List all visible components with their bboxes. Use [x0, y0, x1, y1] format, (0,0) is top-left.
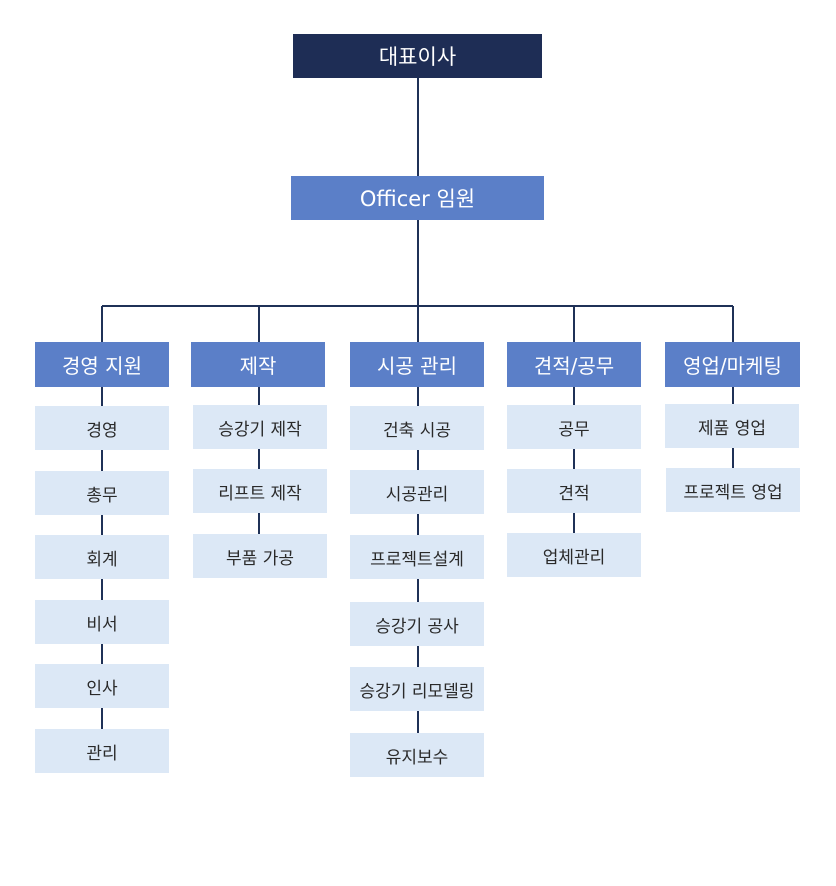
org-item-label: 프로젝트설계	[370, 549, 464, 570]
org-item: 승강기 제작	[193, 405, 327, 449]
dept-construction-management: 시공 관리	[350, 342, 484, 387]
org-item: 견적	[507, 469, 641, 513]
org-item-label: 견적	[558, 483, 590, 504]
org-item: 부품 가공	[193, 534, 327, 578]
ceo-label: 대표이사	[378, 45, 457, 69]
dept-label: 견적/공무	[533, 354, 615, 378]
org-item-label: 유지보수	[385, 747, 449, 768]
org-item: 제품 영업	[665, 404, 799, 448]
officer-box: Officer 임원	[291, 176, 544, 220]
dept-label: 영업/마케팅	[683, 354, 782, 378]
officer-label: Officer 임원	[359, 187, 476, 211]
org-item: 업체관리	[507, 533, 641, 577]
org-item-label: 인사	[86, 678, 118, 699]
org-item: 관리	[35, 729, 169, 773]
dept-label: 제작	[239, 354, 277, 378]
org-item-label: 리프트 제작	[218, 483, 302, 504]
org-item-label: 승강기 리모델링	[359, 681, 475, 702]
org-item: 공무	[507, 405, 641, 449]
org-item: 총무	[35, 471, 169, 515]
org-item-label: 비서	[86, 614, 118, 635]
org-item-label: 회계	[86, 549, 118, 570]
org-item-label: 업체관리	[542, 547, 606, 568]
dept-management-support: 경영 지원	[35, 342, 169, 387]
org-item-label: 제품 영업	[698, 418, 766, 439]
org-item: 시공관리	[350, 470, 484, 514]
org-item: 비서	[35, 600, 169, 644]
org-item: 건축 시공	[350, 406, 484, 450]
org-item: 프로젝트 영업	[666, 468, 800, 512]
org-item: 프로젝트설계	[350, 535, 484, 579]
org-item-label: 시공관리	[385, 484, 449, 505]
org-item-label: 승강기 제작	[218, 419, 302, 440]
dept-estimate-affairs: 견적/공무	[507, 342, 641, 387]
org-item-label: 승강기 공사	[375, 616, 459, 637]
org-item-label: 관리	[86, 743, 118, 764]
ceo-box: 대표이사	[293, 34, 542, 78]
org-item-label: 부품 가공	[226, 548, 294, 569]
dept-manufacturing: 제작	[191, 342, 325, 387]
org-item-label: 경영	[86, 420, 118, 441]
org-item: 경영	[35, 406, 169, 450]
org-item: 회계	[35, 535, 169, 579]
org-item: 승강기 공사	[350, 602, 484, 646]
org-item-label: 프로젝트 영업	[683, 482, 783, 503]
dept-label: 시공 관리	[377, 354, 457, 378]
org-item: 리프트 제작	[193, 469, 327, 513]
org-item: 승강기 리모델링	[350, 667, 484, 711]
dept-sales-marketing: 영업/마케팅	[665, 342, 800, 387]
org-item-label: 총무	[86, 485, 118, 506]
org-item-label: 공무	[558, 419, 590, 440]
org-item-label: 건축 시공	[383, 420, 451, 441]
org-item: 인사	[35, 664, 169, 708]
org-item: 유지보수	[350, 733, 484, 777]
dept-label: 경영 지원	[62, 354, 142, 378]
